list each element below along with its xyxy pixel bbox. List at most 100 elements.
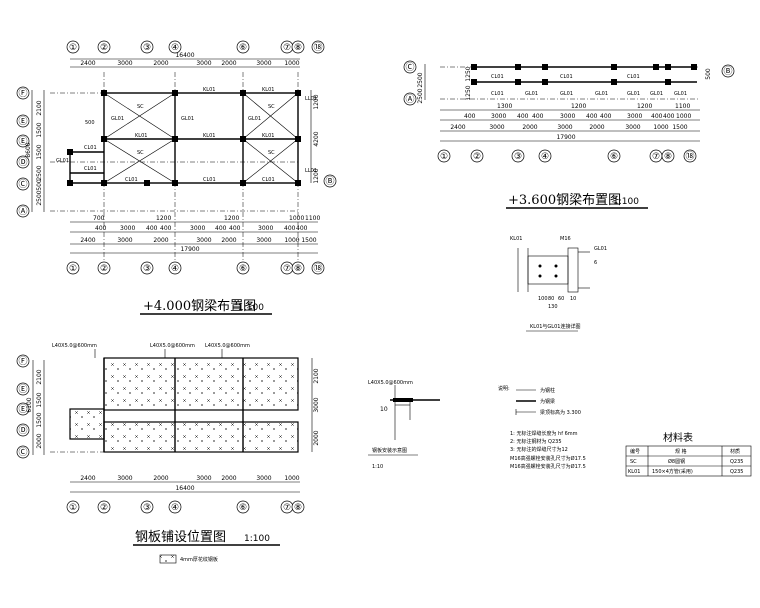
dim-text: 3000: [491, 113, 506, 120]
materials-title: 材料表: [663, 431, 693, 444]
beam-label: KL01: [203, 87, 215, 93]
axis-label: Ⓔ: [18, 136, 27, 147]
dim-text: 400: [215, 225, 227, 232]
beam-label: KL01: [203, 133, 215, 139]
plan4-scale: 1:100: [238, 303, 264, 313]
dim-text: 2500: [36, 190, 43, 205]
dim-total: 16400: [175, 52, 194, 59]
axis-bubble: [236, 40, 250, 54]
axis-label: ⑦: [283, 43, 291, 53]
axis-label: ②: [100, 264, 108, 274]
dim-text: 4200: [313, 131, 320, 146]
beam-label: CL01: [491, 91, 504, 97]
beam-label: CL01: [125, 177, 138, 183]
dim-text: 1200: [313, 168, 320, 183]
note-item: 3: 无标注的焊缝尺寸为12: [510, 446, 568, 453]
axis-label: Ⓕ: [18, 88, 27, 99]
plan4-columns: [67, 90, 301, 186]
table-cell: Q235: [730, 459, 743, 465]
legend-item: 为钢柱: [540, 387, 555, 394]
axis-label: ⑦: [283, 503, 291, 513]
plan36-scale: 1:100: [613, 197, 639, 207]
dim-text: 1200: [156, 215, 171, 222]
dim-total: 8600: [25, 142, 32, 157]
beam-label: GL01: [111, 116, 124, 122]
dim-text: 3000: [258, 225, 273, 232]
dim-text: 1100: [305, 215, 320, 222]
beam-label: CL01: [627, 74, 640, 80]
axis-label: ⑥: [239, 43, 247, 53]
beam-label: CL01: [84, 145, 97, 151]
axis-label: ⑦: [652, 152, 660, 162]
dim-text: 1000: [284, 237, 299, 244]
dim-text: 3000: [196, 237, 211, 244]
dim-text: 1500: [36, 392, 43, 407]
slab-callout: L40X5.0@600mm: [52, 343, 97, 349]
slab-callout: L40X5.0@600mm: [205, 343, 250, 349]
axis-label: ⑦: [283, 264, 291, 274]
dim-text: 500: [705, 68, 712, 80]
table-cell: Q235: [730, 469, 743, 475]
axis-label: Ⓒ: [18, 447, 27, 458]
beam-label: CL01: [262, 177, 275, 183]
axis-label: Ⓕ: [18, 356, 27, 367]
dim-text: 3000: [196, 60, 211, 67]
dim-text: 3000: [557, 124, 572, 131]
dim-text: 2000: [153, 60, 168, 67]
dim-text: 1000: [289, 215, 304, 222]
dim-total: 6100: [26, 397, 33, 412]
beam-label: KL01: [262, 133, 274, 139]
axis-label: Ⓑ: [723, 66, 732, 77]
dim-text: 1500: [36, 122, 43, 137]
beam-label: CL01: [560, 74, 573, 80]
dim-text: 3000: [256, 237, 271, 244]
dim-text: 1000: [284, 475, 299, 482]
axis-label: Ⓐ: [405, 94, 414, 105]
notes: 说明: 为钢柱 为钢梁 梁顶标高为 3.300 1: 无标注焊缝长度为 hf 6…: [498, 385, 586, 470]
axis-bubble: [97, 40, 111, 54]
dim-text: 1500: [301, 237, 316, 244]
dim-text: 3000: [117, 60, 132, 67]
dim-text: 3000: [627, 113, 642, 120]
axis-label: ①: [69, 43, 77, 53]
dim-text: 3000: [625, 124, 640, 131]
dim-text: 3000: [256, 60, 271, 67]
connection-detail: KL01 GL01 100 80 60 130 10 M16 6 KL01与GL…: [510, 236, 607, 332]
legend-text: 4mm厚花纹钢板: [180, 556, 218, 563]
axis-label: ②: [473, 152, 481, 162]
dim-text: 1200: [571, 103, 586, 110]
dim-text: 400: [95, 225, 107, 232]
detail-label: KL01: [510, 236, 522, 242]
beam-label: CL01: [491, 74, 504, 80]
dim-text: 2000: [221, 475, 236, 482]
dim-text: 400: [651, 113, 663, 120]
detail-label: 100: [538, 296, 548, 302]
table-header: 编号: [630, 448, 640, 455]
plan36-title: +3.600钢梁布置图: [508, 193, 621, 208]
dim-text: 2500: [417, 72, 424, 87]
beam-label: GL01: [181, 116, 194, 122]
beam-label: CL01: [84, 166, 97, 172]
axis-label: Ⓒ: [18, 179, 27, 190]
materials-table: 材料表 编号 规 格 材质 SC Ø8圆钢 Q235 KL01 150×4方管(…: [625, 431, 752, 477]
dim-text: 400: [532, 113, 544, 120]
legend-item: 梁顶标高为 3.300: [540, 409, 581, 416]
table-header: 规 格: [675, 448, 687, 455]
axis-label: Ⓑ: [325, 176, 334, 187]
table-cell: Ø8圆钢: [668, 458, 685, 465]
dim-total: 17900: [556, 134, 575, 141]
dim-text: 2100: [36, 100, 43, 115]
dim-text: 3000: [196, 475, 211, 482]
dim-text: 2000: [522, 124, 537, 131]
detail-label: GL01: [594, 246, 607, 252]
axis-label: Ⓔ: [18, 384, 27, 395]
beam-label: KL01: [135, 133, 147, 139]
axis-bubble: [168, 40, 182, 54]
legend-item: 为钢梁: [540, 398, 555, 405]
dim-text: 2000: [221, 237, 236, 244]
note-item: 1: 无标注焊缝长度为 hf 6mm: [510, 430, 578, 437]
beam-label: GL01: [560, 91, 573, 97]
note-item: 2: 无标注钢材为 Q235: [510, 438, 562, 445]
table-cell: KL01: [628, 469, 640, 475]
slab-callout: L40X5.0@600mm: [150, 343, 195, 349]
